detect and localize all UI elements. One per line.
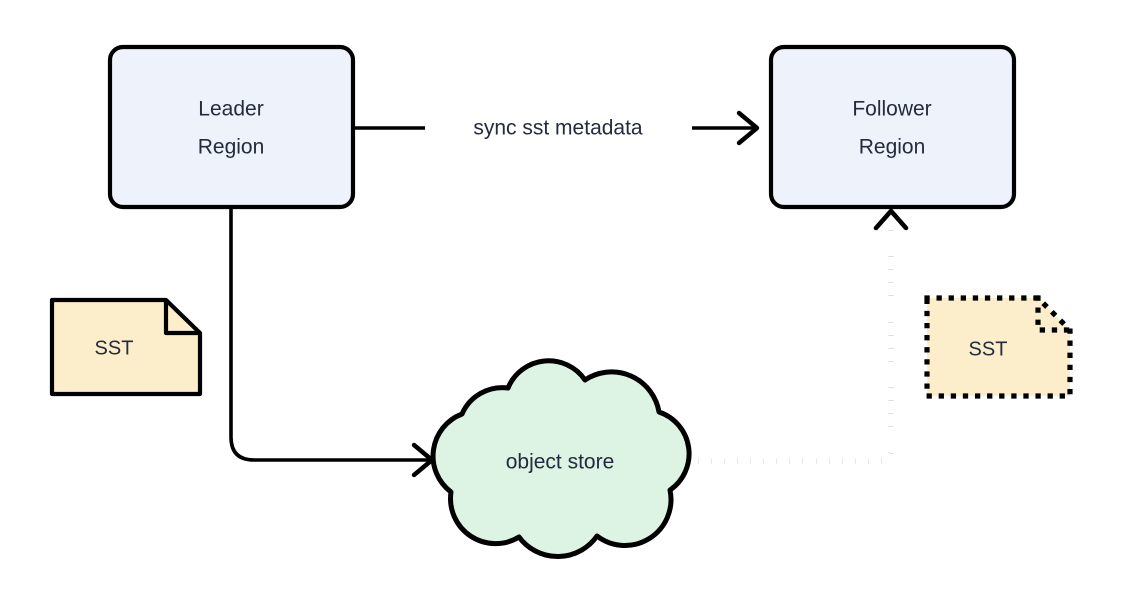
edge-fetch-arrowhead-icon [873, 208, 909, 231]
follower-region-box[interactable] [768, 44, 1017, 210]
edge-sync-label: sync sst metadata [473, 117, 643, 140]
leader-region-label-line2: Region [198, 136, 265, 159]
sst-follower-label: SST [969, 338, 1008, 360]
object-store-cloud-shape[interactable] [430, 358, 692, 560]
leader-region-box[interactable] [107, 44, 356, 210]
node-leader-region[interactable]: Leader Region [107, 44, 356, 210]
node-sst-leader[interactable]: SST [49, 297, 203, 397]
follower-region-label-line2: Region [859, 136, 926, 159]
follower-region-label-line1: Follower [852, 98, 931, 121]
sst-follower-fold-icon [1035, 295, 1073, 333]
edge-sync-sst-metadata: sync sst metadata [355, 110, 760, 146]
node-object-store[interactable]: object store [430, 358, 692, 560]
leader-region-label-line1: Leader [198, 98, 263, 121]
node-sst-follower[interactable]: SST [924, 295, 1073, 399]
sst-leader-fold-icon [163, 300, 200, 336]
edge-leader-to-object-store [229, 209, 435, 478]
sst-leader-label: SST [95, 337, 134, 359]
edge-sync-arrowhead-icon [736, 110, 760, 146]
edge-fetch-line [685, 228, 894, 464]
sst-leader-note-shape[interactable] [49, 297, 203, 397]
sst-follower-note-shape[interactable] [924, 295, 1073, 399]
object-store-label: object store [506, 451, 615, 474]
node-follower-region[interactable]: Follower Region [768, 44, 1017, 210]
edge-object-store-to-follower [685, 208, 909, 464]
edge-upload-line [229, 209, 430, 462]
